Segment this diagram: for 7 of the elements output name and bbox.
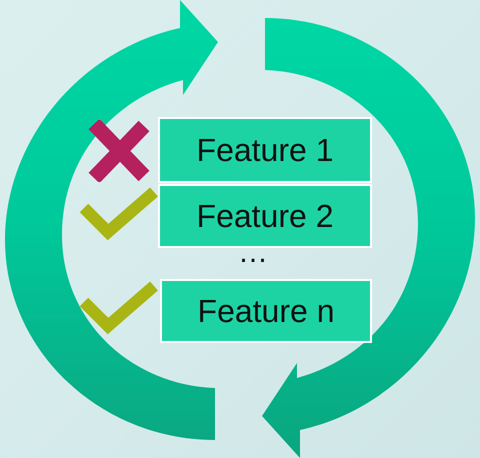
feature-label: Feature 1 xyxy=(196,132,334,168)
feature-label: Feature n xyxy=(198,292,334,330)
feature-box xyxy=(158,184,372,248)
feature-label: Feature 2 xyxy=(196,198,334,234)
feature-box xyxy=(160,279,372,343)
ellipsis: … xyxy=(238,236,270,270)
feature-box xyxy=(158,117,372,183)
